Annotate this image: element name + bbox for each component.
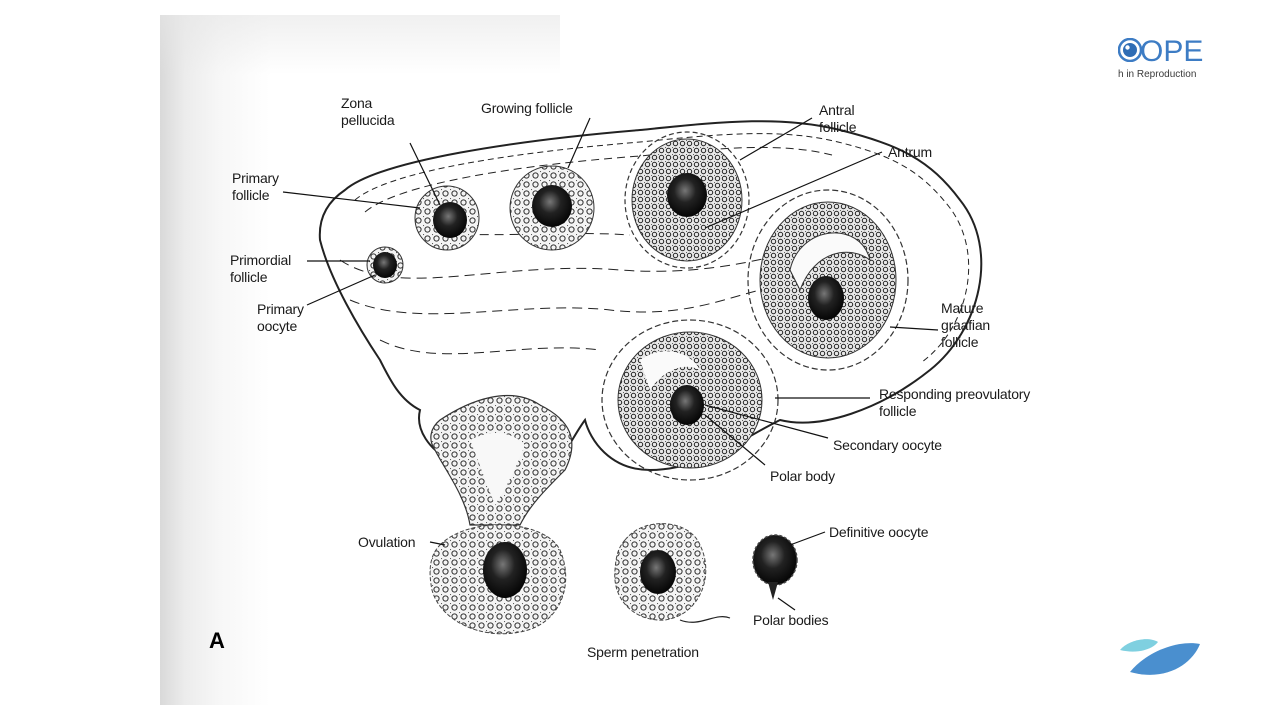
leader-lines — [282, 117, 939, 611]
label-secondary-oocyte: Secondary oocyte — [833, 437, 942, 453]
label-ovulation: Ovulation — [358, 534, 416, 550]
label-mature-graafian-follicle: Mature graafian follicle — [941, 300, 990, 350]
logo-tagline: h in Reproduction — [1118, 69, 1197, 80]
primary-follicle-shape — [414, 185, 480, 251]
growing-follicle-shape — [509, 165, 595, 251]
panel-letter: A — [209, 628, 225, 653]
antral-follicle-shape — [624, 131, 750, 269]
sperm-penetration-oocyte-shape — [614, 523, 731, 623]
label-primordial-follicle: Primordial follicle — [230, 252, 292, 285]
label-zona-pellucida: Zona pellucida — [341, 95, 395, 128]
label-antral-follicle: Antral follicle — [819, 102, 857, 135]
ovulated-oocyte-shape — [429, 524, 567, 635]
label-growing-follicle: Growing follicle — [481, 100, 573, 116]
label-responding-preovulatory-follicle: Responding preovulatory follicle — [879, 386, 1031, 419]
label-polar-body: Polar body — [770, 468, 835, 484]
logo-text: OPE — [1140, 35, 1204, 68]
label-primary-follicle: Primary follicle — [232, 170, 279, 203]
graafian-follicle-shape — [747, 189, 909, 371]
label-polar-bodies: Polar bodies — [753, 612, 829, 628]
label-primary-oocyte: Primary oocyte — [257, 301, 304, 334]
label-definitive-oocyte: Definitive oocyte — [829, 524, 929, 540]
scan-shading — [160, 15, 560, 75]
label-antrum: Antrum — [888, 144, 932, 160]
organization-logo: OPE h in Reproduction — [1118, 35, 1208, 85]
primordial-follicle-shape — [366, 246, 404, 284]
leaf-logo-icon — [1120, 639, 1200, 675]
eye-icon — [1118, 38, 1142, 62]
definitive-oocyte-shape — [752, 534, 798, 600]
label-sperm-penetration: Sperm penetration — [587, 644, 699, 660]
preovulatory-follicle-shape — [601, 319, 779, 481]
ruptured-follicle-shape — [430, 395, 573, 526]
